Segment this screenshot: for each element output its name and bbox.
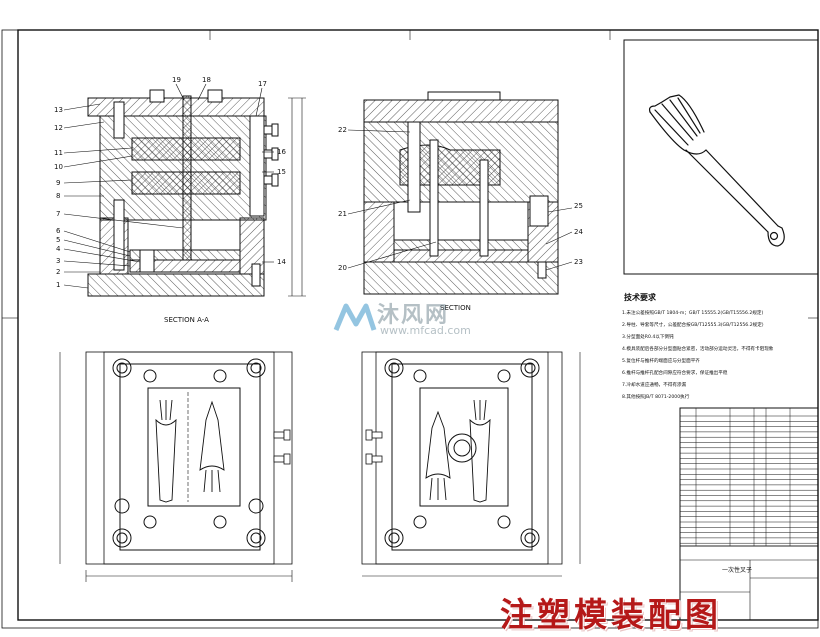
- part-22-label: 22: [338, 126, 347, 134]
- part-24-label: 24: [574, 228, 583, 236]
- part-16-label: 16: [277, 148, 286, 156]
- part-13-label: 13: [54, 106, 63, 114]
- part-3-label: 3: [56, 257, 60, 265]
- part-9-label: 9: [56, 179, 60, 187]
- part-11-label: 11: [54, 149, 63, 157]
- notes-title: 技术要求: [624, 292, 657, 302]
- part-25-label: 25: [574, 202, 583, 210]
- section-label-right: SECTION: [440, 304, 471, 312]
- product-name: 一次性叉子: [722, 566, 752, 574]
- part-15-label: 15: [277, 168, 286, 176]
- part-20-label: 20: [338, 264, 347, 272]
- part-12-label: 12: [54, 124, 63, 132]
- part-7-label: 7: [56, 210, 60, 218]
- part-18-label: 18: [202, 76, 211, 84]
- watermark-site-url: www.mfcad.com: [380, 324, 471, 337]
- section-label-left: SECTION A-A: [164, 316, 209, 324]
- part-2-label: 2: [56, 268, 60, 276]
- section-view-right: 22 21 20 25 24 23 SECTION: [338, 91, 583, 312]
- part-21-label: 21: [338, 210, 347, 218]
- note-1: 1.未注公差按照GB/T 1804-m；GB/T 15555.2(GB/T155…: [622, 309, 763, 316]
- part-19-label: 19: [172, 76, 181, 84]
- watermark-site-name: 沐风网: [377, 303, 450, 328]
- watermark-title: 注塑模装配图: [500, 595, 722, 634]
- part-4-label: 4: [56, 245, 61, 253]
- isometric-view: [623, 39, 819, 275]
- part-6-label: 6: [56, 227, 61, 235]
- parts-list-table: [679, 407, 819, 621]
- part-17-label: 17: [258, 80, 267, 88]
- part-14-label: 14: [277, 258, 286, 266]
- technical-notes: 技术要求 1.未注公差按照GB/T 1804-m；GB/T 15555.2(GB…: [622, 292, 774, 400]
- plan-view-right: [361, 351, 581, 577]
- note-4: 4.模具装配后各部分分型面贴合紧密，活动部分运动灵活，不得有卡阻现象: [622, 345, 774, 352]
- note-5: 5.复位杆与推杆的端面应与分型面平齐: [622, 357, 700, 364]
- part-1-label: 1: [56, 281, 60, 289]
- note-6: 6.推杆与推杆孔配合间隙应符合要求，保证推出平稳: [622, 369, 728, 376]
- part-8-label: 8: [56, 192, 60, 200]
- note-7: 7.冷却水道应通畅，不得有渗漏: [622, 381, 687, 388]
- part-5-label: 5: [56, 236, 60, 244]
- note-3: 3.分型面处R0.4以下倒钝: [622, 333, 674, 340]
- note-8: 8.其他按照JB/T 8071-2000执行: [622, 393, 690, 400]
- part-23-label: 23: [574, 258, 583, 266]
- fork-isometric: [648, 94, 785, 247]
- part-10-label: 10: [54, 163, 63, 171]
- plan-view-left: [59, 351, 293, 582]
- note-2: 2.导柱、导套等尺寸，公差配合按GB/T12555.3(GB/T12556.2规…: [622, 321, 764, 328]
- section-view-left: 13 12 11 10 9 8 7 6 5 4 3 2 1 19 18 17 1…: [54, 76, 306, 324]
- drawing-frame: [1, 29, 819, 629]
